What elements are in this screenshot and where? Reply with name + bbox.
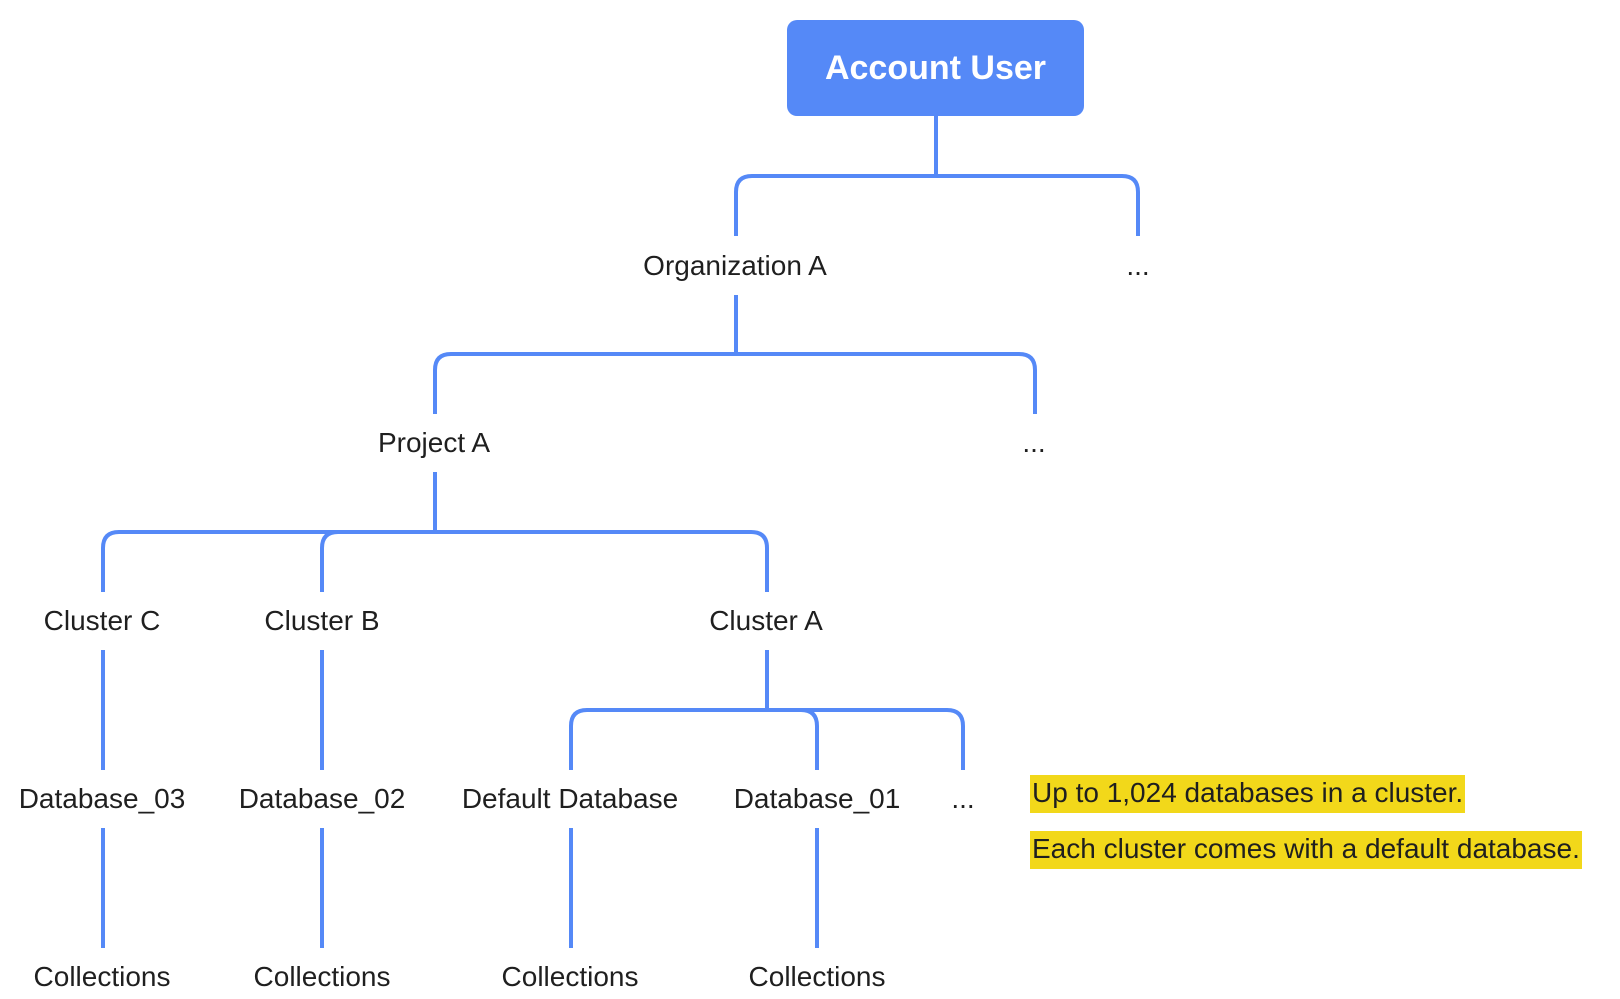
organization-a-node: Organization A <box>643 250 827 281</box>
edge-root-to-org-more <box>936 174 1140 236</box>
project-more-node: ... <box>1022 427 1046 458</box>
note-default-database: Each cluster comes with a default databa… <box>1030 831 1582 869</box>
cluster-b-node: Cluster B <box>264 605 380 636</box>
database-01-node: Database_01 <box>733 783 901 814</box>
account-user-node: Account User <box>787 20 1084 116</box>
database-02-node: Database_02 <box>238 783 406 814</box>
cluster-a-node: Cluster A <box>709 605 823 636</box>
edge-org-to-project-more <box>736 352 1037 414</box>
edge-project-to-cluster-c <box>101 530 435 592</box>
project-a-node: Project A <box>377 427 491 458</box>
collections-node-db02: Collections <box>253 961 391 992</box>
edge-org-to-project-a <box>433 352 736 414</box>
collections-node-db03: Collections <box>33 961 171 992</box>
database-03-node: Database_03 <box>18 783 186 814</box>
database-more-node: ... <box>951 783 975 814</box>
account-user-label: Account User <box>824 48 1047 87</box>
edge-cluster-a-to-default-db <box>569 708 767 770</box>
note-database-limit: Up to 1,024 databases in a cluster. <box>1030 775 1466 813</box>
edge-root-to-org-a <box>734 174 936 236</box>
organization-more-node: ... <box>1126 250 1150 281</box>
edge-project-to-cluster-a <box>435 530 769 592</box>
collections-node-db01: Collections <box>748 961 886 992</box>
edge-project-to-cluster-b <box>320 530 435 592</box>
edge-cluster-a-to-db-more <box>767 708 965 770</box>
cluster-c-node: Cluster C <box>43 605 161 636</box>
collections-node-default-db: Collections <box>501 961 639 992</box>
edge-cluster-a-to-db01 <box>767 708 819 770</box>
default-database-node: Default Database <box>461 783 679 814</box>
